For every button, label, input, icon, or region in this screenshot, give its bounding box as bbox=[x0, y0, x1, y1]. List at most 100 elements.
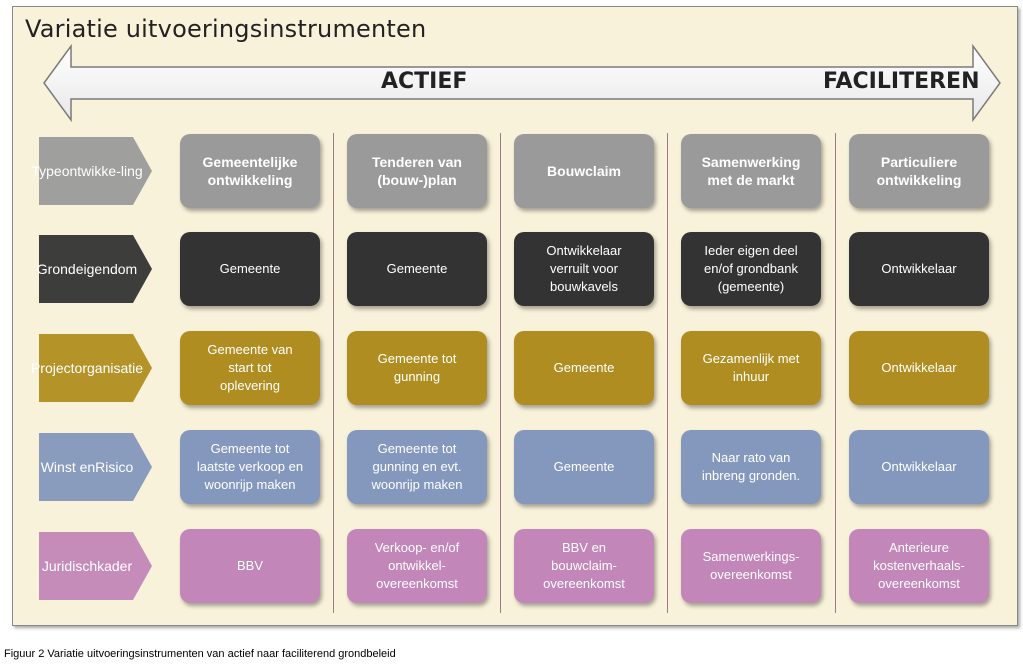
instrument-cell-juridisch-kader: Samenwerkings-overeenkomst bbox=[681, 529, 821, 603]
cell-line: Gezamenlijk met bbox=[702, 351, 800, 366]
instrument-header-cell: Bouwclaim bbox=[514, 134, 654, 208]
cell-line: Ontwikkelaar bbox=[881, 459, 957, 474]
cell-line: Gemeente tot bbox=[210, 441, 290, 456]
cell-line: Gemeente bbox=[386, 261, 448, 276]
cell-text: Gemeente bbox=[554, 458, 615, 476]
double-arrow bbox=[43, 43, 1001, 123]
instrument-header-cell: Tenderen van (bouw-)plan bbox=[347, 134, 487, 208]
cell-line: laatste verkoop en bbox=[196, 459, 304, 474]
row-label-line: Grond bbox=[36, 261, 76, 277]
instrument-cell-project-organisatie: Gezamenlijk met inhuur bbox=[681, 331, 821, 405]
row-arrow-shape bbox=[39, 235, 152, 303]
instrument-cell-grond-eigendom: Gemeente bbox=[347, 232, 487, 306]
row-label-line: ling bbox=[120, 163, 143, 179]
row-label-line: Type bbox=[31, 163, 62, 179]
cell-line: oplevering bbox=[220, 378, 280, 393]
cell-text: Gemeente bbox=[220, 260, 281, 278]
cell-line: met de markt bbox=[707, 172, 795, 188]
cell-text: Gemeente tot laatste verkoop en woonrijp m… bbox=[197, 440, 303, 494]
row-label-line: Winst en bbox=[40, 459, 96, 475]
cell-text: Samenwerkings-overeenkomst bbox=[703, 548, 800, 584]
instrument-cell-grond-eigendom: Ontwikkelaar verruilt voor bouwkavels bbox=[514, 232, 654, 306]
cell-text: Gemeente bbox=[387, 260, 448, 278]
cell-line: Gemeente tot bbox=[377, 351, 457, 366]
cell-line: overeenkomst bbox=[376, 576, 458, 591]
cell-line: inbreng gronden. bbox=[701, 468, 801, 483]
instrument-cell-project-organisatie: Ontwikkelaar bbox=[849, 331, 989, 405]
cell-line: Gemeente bbox=[553, 360, 615, 375]
cell-text: BBV bbox=[237, 557, 263, 575]
cell-line: Ontwikkelaar bbox=[546, 243, 622, 258]
column-divider bbox=[667, 133, 668, 613]
cell-line: bouwkavels bbox=[550, 279, 618, 294]
actief-label: ACTIEF bbox=[381, 69, 468, 94]
cell-text: Naar rato van inbreng gronden. bbox=[702, 449, 800, 485]
cell-line: verruilt voor bbox=[550, 261, 618, 276]
cell-text: Ontwikkelaar verruilt voor bouwkavels bbox=[546, 242, 621, 296]
row-label-line: eigendom bbox=[75, 261, 138, 277]
cell-line: Verkoop- en/of bbox=[374, 540, 460, 555]
cell-line: Ieder eigen deel bbox=[704, 243, 798, 258]
cell-line: Gemeente bbox=[219, 261, 281, 276]
cell-text: Ontwikkelaar bbox=[881, 260, 956, 278]
instrument-cell-project-organisatie: Gemeente bbox=[514, 331, 654, 405]
cell-line: ontwikkeling bbox=[207, 172, 293, 188]
instrument-cell-winst-en-risico: Naar rato van inbreng gronden. bbox=[681, 430, 821, 504]
instrument-cell-winst-en-risico: Ontwikkelaar bbox=[849, 430, 989, 504]
instrument-cell-grond-eigendom: Ontwikkelaar bbox=[849, 232, 989, 306]
cell-line: Gemeente bbox=[553, 459, 615, 474]
cell-line: ontwikkel- bbox=[388, 558, 446, 573]
faciliteren-label: FACILITEREN bbox=[823, 69, 980, 94]
cell-text: Gezamenlijk met inhuur bbox=[703, 350, 800, 386]
cell-line: en/of grondbank bbox=[704, 261, 798, 276]
cell-line: Tenderen van bbox=[372, 154, 462, 170]
cell-line: BBV en bbox=[561, 540, 607, 555]
cell-line: ontwikkeling bbox=[876, 172, 962, 188]
cell-line: Naar rato van bbox=[711, 450, 791, 465]
cell-line: start tot bbox=[228, 360, 272, 375]
cell-line: woonrijp maken bbox=[204, 477, 296, 492]
cell-text: Bouwclaim bbox=[547, 162, 621, 180]
cell-line: (gemeente) bbox=[717, 279, 785, 294]
cell-line: Bouwclaim bbox=[547, 163, 621, 179]
figure-caption: Figuur 2 Variatie uitvoeringsinstrumente… bbox=[4, 648, 396, 660]
column-divider bbox=[333, 133, 334, 613]
cell-line: Ontwikkelaar bbox=[881, 261, 957, 276]
cell-text: Tenderen van (bouw-)plan bbox=[372, 153, 462, 189]
cell-line: BBV bbox=[236, 558, 263, 573]
row-arrow-shape bbox=[39, 334, 152, 402]
cell-line: overeenkomst bbox=[710, 567, 792, 582]
cell-line: inhuur bbox=[732, 369, 770, 384]
cell-text: Verkoop- en/of ontwikkel-overeenkomst bbox=[375, 539, 460, 593]
row-arrow-shape bbox=[39, 137, 152, 205]
column-divider bbox=[835, 133, 836, 613]
cell-text: Ieder eigen deel en/of grondbank (gemeente… bbox=[704, 242, 798, 296]
cell-text: Ontwikkelaar bbox=[881, 359, 956, 377]
cell-line: Anterieure bbox=[889, 540, 949, 555]
instrument-cell-juridisch-kader: BBV bbox=[180, 529, 320, 603]
row-label-line: ontwikke- bbox=[61, 163, 121, 179]
row-label-line: kader bbox=[97, 558, 133, 574]
row-label-line: Project bbox=[30, 360, 75, 376]
row-arrow-shape bbox=[39, 532, 152, 600]
cell-text: Gemeente bbox=[554, 359, 615, 377]
row-arrow-shape bbox=[39, 433, 152, 501]
diagram-panel: Variatie uitvoeringsinstrumenten ACTIEF … bbox=[12, 6, 1018, 626]
cell-line: (bouw-)plan bbox=[377, 172, 457, 188]
row-label-line: organisatie bbox=[74, 360, 144, 376]
cell-line: gunning en evt. bbox=[372, 459, 462, 474]
cell-line: Ontwikkelaar bbox=[881, 360, 957, 375]
